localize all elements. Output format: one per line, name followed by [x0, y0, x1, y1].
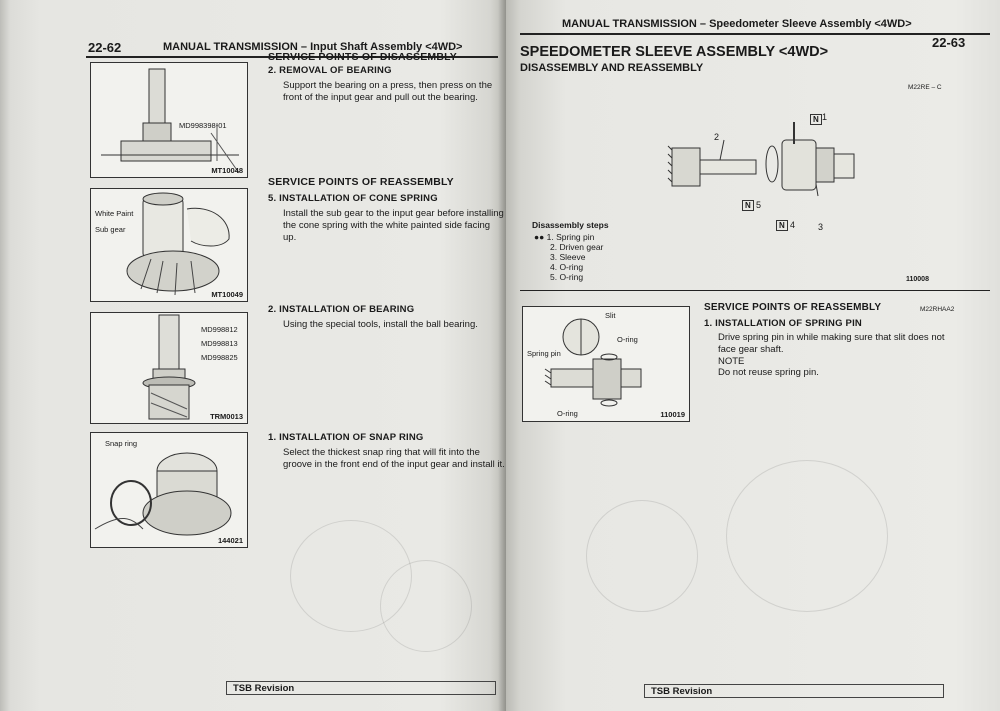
- left-header-rule: [86, 56, 498, 58]
- figure-cone-spring: White Paint Sub gear MT10049: [90, 188, 248, 302]
- ref-code-top: M22RE – C: [908, 84, 942, 91]
- section-divider: [520, 290, 990, 291]
- left-footer-tsb: TSB Revision: [226, 681, 496, 695]
- label-md998813: MD998813: [201, 339, 238, 348]
- step-removal-of-bearing: 2. REMOVAL OF BEARING: [268, 65, 392, 76]
- section-title-reassembly: SERVICE POINTS OF REASSEMBLY: [268, 176, 454, 188]
- left-page: 22-62 MANUAL TRANSMISSION – Input Shaft …: [0, 0, 506, 711]
- label-md998825: MD998825: [201, 353, 238, 362]
- section-title-disassembly: SERVICE POINTS OF DISASSEMBLY: [268, 51, 458, 63]
- figure-bearing-removal: MD998398-01 MT10048: [90, 62, 248, 178]
- label-sub-gear: Sub gear: [95, 225, 126, 234]
- figure-id-mt10048: MT10048: [211, 166, 243, 175]
- step-bearing-install: 2. INSTALLATION OF BEARING: [268, 304, 415, 315]
- text-bearing-install: Using the special tools, install the bal…: [283, 319, 478, 330]
- text-cone-spring: Install the sub gear to the input gear b…: [283, 208, 504, 243]
- note-mark-n1: N: [810, 114, 822, 125]
- figure-id-110019: 110019: [660, 410, 685, 419]
- reassembly-title: SERVICE POINTS OF REASSEMBLY: [704, 302, 882, 313]
- callout-3: 3: [818, 222, 824, 232]
- bleed-through-shape: [380, 560, 472, 652]
- right-footer-tsb: TSB Revision: [644, 684, 944, 698]
- step-spring-pin: ●● 1. Spring pin: [534, 232, 595, 242]
- right-page: MANUAL TRANSMISSION – Speedometer Sleeve…: [506, 0, 1000, 711]
- text-install-spring-pin: Drive spring pin in while making sure th…: [718, 332, 945, 355]
- right-page-number: 22-63: [932, 35, 966, 50]
- step-cone-spring: 5. INSTALLATION OF CONE SPRING: [268, 193, 438, 204]
- label-o-ring-bottom: O-ring: [557, 409, 578, 418]
- step-driven-gear: 2. Driven gear: [550, 242, 604, 252]
- text-snap-ring: Select the thickest snap ring that will …: [283, 447, 505, 470]
- right-header-rule: [520, 33, 990, 35]
- label-white-paint: White Paint: [95, 209, 134, 218]
- figure-id-trm0013: TRM0013: [210, 412, 243, 421]
- text-removal-of-bearing: Support the bearing on a press, then pre…: [283, 80, 493, 103]
- bleed-through-shape: [726, 460, 888, 612]
- step-o-ring-5: 5. O-ring: [550, 272, 584, 282]
- callout-1: 1: [822, 112, 828, 122]
- figure-id-mt10049: MT10049: [211, 290, 243, 299]
- exploded-diagram: [667, 122, 855, 197]
- bleed-through-shape: [586, 500, 698, 612]
- figure-id-144021: 144021: [217, 536, 243, 545]
- page-subtitle: DISASSEMBLY AND REASSEMBLY: [520, 62, 704, 74]
- note-text: Do not reuse spring pin.: [718, 367, 819, 378]
- label-snap-ring: Snap ring: [105, 439, 138, 448]
- diagram-id-110008: 110008: [906, 276, 929, 283]
- disassembly-steps-title: Disassembly steps: [532, 220, 609, 230]
- label-md998812: MD998812: [201, 325, 238, 334]
- step-o-ring-4: 4. O-ring: [550, 262, 584, 272]
- label-slit: Slit: [605, 311, 616, 320]
- callout-2: 2: [714, 132, 720, 142]
- callout-5: 5: [756, 200, 762, 210]
- left-page-number: 22-62: [88, 40, 122, 55]
- right-page-header: MANUAL TRANSMISSION – Speedometer Sleeve…: [562, 18, 912, 30]
- step-sleeve: 3. Sleeve: [550, 252, 586, 262]
- figure-snap-ring: Snap ring 144021: [90, 432, 248, 548]
- left-page-header: MANUAL TRANSMISSION – Input Shaft Assemb…: [163, 41, 463, 53]
- label-spring-pin: Spring pin: [527, 349, 561, 358]
- note-mark-n4: N: [776, 220, 788, 231]
- label-md998398: MD998398-01: [179, 121, 227, 130]
- ref-code-reassembly: M22RHAA2: [920, 306, 955, 313]
- step-install-spring-pin: 1. INSTALLATION OF SPRING PIN: [704, 318, 862, 329]
- label-o-ring-top: O-ring: [617, 335, 638, 344]
- callout-4: 4: [790, 220, 796, 230]
- figure-spring-pin: Slit Spring pin O-ring O-ring 110019: [522, 306, 690, 422]
- note-label: NOTE: [718, 356, 745, 367]
- note-mark-n5: N: [742, 200, 754, 211]
- step-snap-ring: 1. INSTALLATION OF SNAP RING: [268, 432, 424, 443]
- page-title-speedometer: SPEEDOMETER SLEEVE ASSEMBLY <4WD>: [520, 44, 829, 60]
- figure-bearing-install: MD998812 MD998813 MD998825 TRM0013: [90, 312, 248, 424]
